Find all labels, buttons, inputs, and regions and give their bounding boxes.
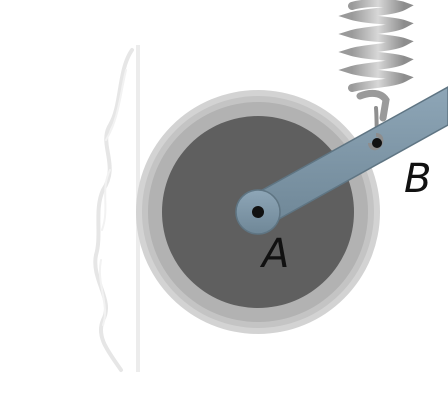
point-a-label: A bbox=[259, 231, 289, 277]
wall-surface bbox=[93, 48, 134, 372]
joint-b bbox=[368, 133, 384, 151]
pin-b bbox=[372, 138, 382, 148]
point-b-label: B bbox=[404, 156, 431, 202]
wall-texture bbox=[98, 69, 127, 326]
wall bbox=[93, 45, 140, 372]
spring-hook bbox=[356, 89, 390, 122]
spring-coils bbox=[338, 0, 414, 92]
pin-a bbox=[252, 206, 264, 218]
